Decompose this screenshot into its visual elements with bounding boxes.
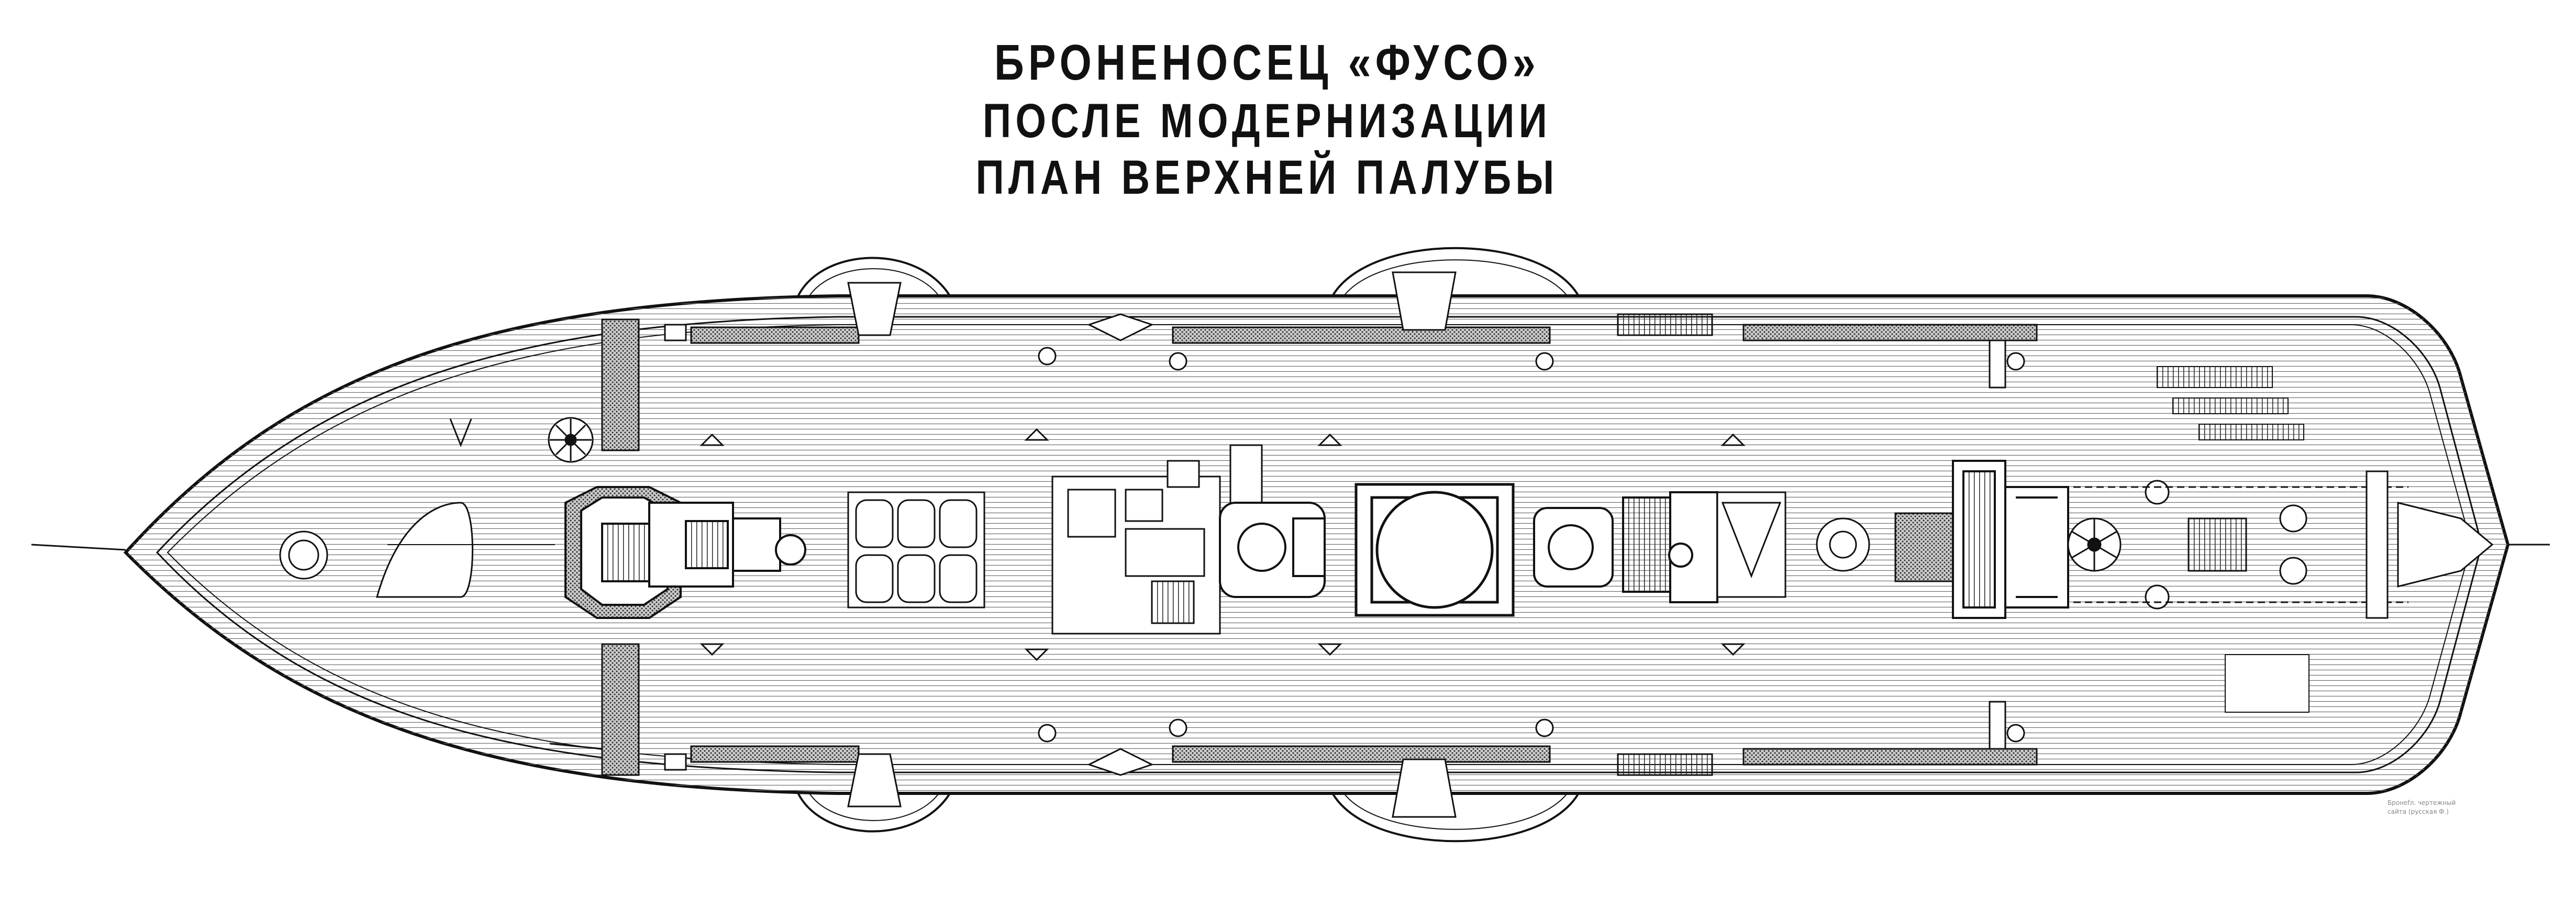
bow-area — [279, 417, 603, 750]
sponson-fwd-stbd — [794, 787, 955, 833]
ventilator-cowl — [775, 534, 806, 566]
midships-funnel — [1354, 483, 1515, 617]
title-plan-name: ПЛАН ВЕРХНЕЙ ПАЛУБЫ — [975, 151, 1559, 205]
bow-stem-line — [31, 544, 126, 551]
forward-barbette — [564, 486, 806, 619]
stern-gratings — [2157, 366, 2309, 713]
ship-stern-icon — [2397, 502, 2494, 588]
casemate-guns — [847, 271, 1457, 818]
capstan-icon — [548, 417, 594, 463]
stern-fittings — [2073, 470, 2494, 619]
credit-note: Бронеfл. чертежный сайта (русская Ф.) — [2388, 799, 2456, 816]
forward-superstructure — [1051, 444, 1263, 635]
deck-fittings — [699, 347, 2025, 743]
aft-funnel — [1533, 491, 1718, 603]
title-ship-name: БРОНЕНОСЕЦ «ФУСО» — [994, 35, 1540, 91]
sponsons — [794, 247, 1583, 843]
sponson-fwd-port — [794, 257, 955, 302]
bow-breakwater — [376, 502, 473, 598]
diagram-title: БРОНЕНОСЕЦ «ФУСО» ПОСЛЕ МОДЕРНИЗАЦИИ ПЛА… — [743, 35, 1791, 205]
armor-bulkheads — [601, 313, 2038, 776]
aft-superstructure — [1716, 491, 1954, 598]
cabin-block — [847, 491, 985, 609]
steering-wheel-icon — [2067, 517, 2122, 572]
credit-line-1: Бронеfл. чертежный — [2388, 799, 2456, 806]
funnel-icon — [1219, 502, 1326, 598]
aft-barbette — [1952, 460, 2069, 619]
title-subtitle: ПОСЛЕ МОДЕРНИЗАЦИИ — [982, 94, 1552, 148]
credit-line-2: сайта (русская Ф.) — [2388, 808, 2449, 815]
